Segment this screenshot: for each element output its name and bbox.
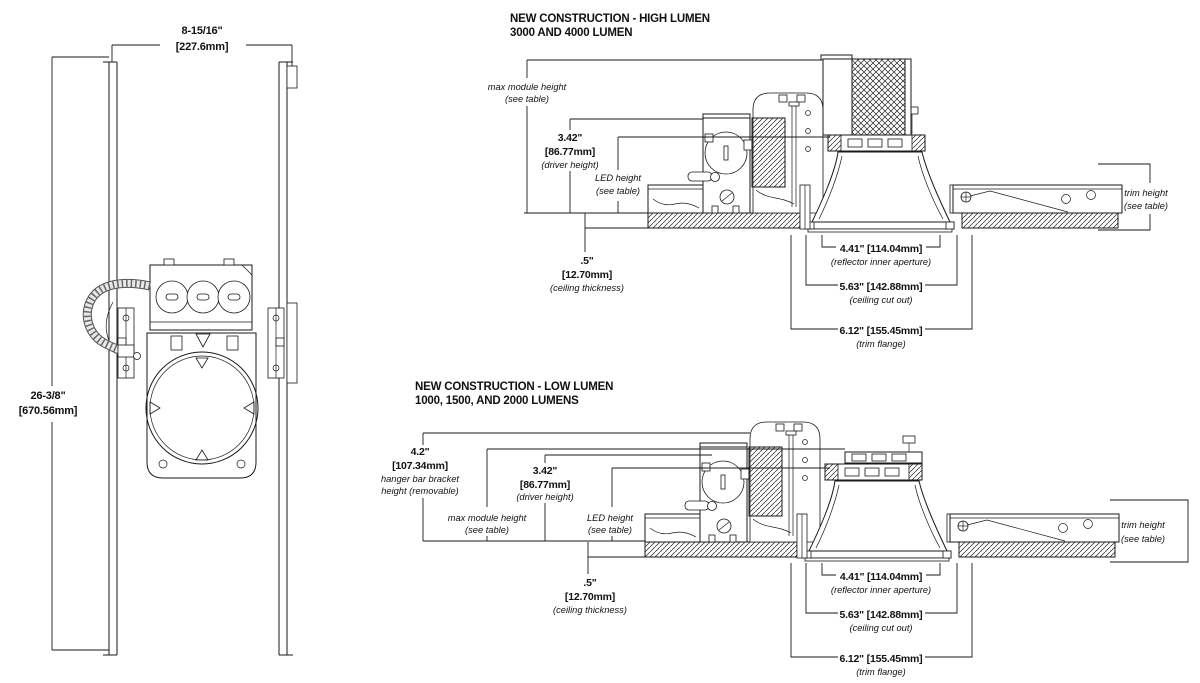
low-title-line1: NEW CONSTRUCTION - LOW LUMEN [415,381,613,393]
plan-height-mm: [670.56mm] [19,405,78,417]
driver-height-note: (driver height) [516,492,573,502]
plan-width-dim: 8-15/16" [227.6mm] [111,25,293,70]
trim-height-label: trim height [1124,188,1168,198]
hanger-height-in: 4.2" [411,446,430,458]
plan-height-dim: 26-3/8" [670.56mm] [19,56,109,651]
plan-height-in: 26-3/8" [30,390,65,402]
low-led-module [844,451,923,464]
plan-view: 8-15/16" [227.6mm] 26-3/8" [670.56mm] [19,25,298,656]
high-lumen-diagram: NEW CONSTRUCTION - HIGH LUMEN 3000 AND 4… [488,13,1168,350]
low-dim-driver: 3.42" [86.77mm] (driver height) [516,454,712,541]
low-dim-hanger: 4.2" [107.34mm] hanger bar bracket heigh… [381,432,750,542]
high-title-line2: 3000 AND 4000 LUMEN [510,27,632,39]
nailer-bracket-right [267,302,298,384]
led-height-see-table: (see table) [596,186,640,196]
driver-height-note: (driver height) [541,160,598,170]
low-title-line2: 1000, 1500, AND 2000 LUMENS [415,395,579,407]
low-dim-ceiling: .5" [12.70mm] (ceiling thickness) [553,542,645,615]
low-dim-trim: trim height (see table) [1110,499,1189,563]
led-height-see-table: (see table) [588,525,632,535]
low-lumen-diagram: NEW CONSTRUCTION - LOW LUMEN 1000, 1500,… [381,381,1189,678]
low-dim-max-module: max module height (see table) [448,448,845,541]
max-module-label: max module height [488,82,567,92]
heat-sink-module [820,54,912,136]
high-title-line1: NEW CONSTRUCTION - HIGH LUMEN [510,13,710,25]
trim-height-see-table: (see table) [1124,201,1168,211]
ceiling-mm: [12.70mm] [565,591,615,603]
driver-height-in: 3.42" [558,132,583,144]
high-dim-driver: 3.42" [86.77mm] (driver height) [541,118,703,213]
ceiling-mm: [12.70mm] [562,269,612,281]
ceiling-in: .5" [583,577,596,589]
led-height-label: LED height [595,173,641,183]
driver-height-in: 3.42" [533,465,558,477]
max-module-see-table: (see table) [465,525,509,535]
max-module-label: max module height [448,513,527,523]
high-dim-max-module: max module height (see table) [488,59,823,214]
max-module-see-table: (see table) [505,94,549,104]
junction-box-plan [149,258,253,331]
trim-height-see-table: (see table) [1121,534,1165,544]
driver-height-mm: [86.77mm] [520,479,570,491]
driver-height-mm: [86.77mm] [545,146,595,158]
hanger-rail-left [103,61,118,656]
led-height-label: LED height [587,513,633,523]
hanger-note-1: hanger bar bracket [381,474,459,484]
plan-width-in: 8-15/16" [182,25,223,37]
low-dim-led: LED height (see table) [587,467,830,541]
mounting-pan-plan [145,332,259,479]
hanger-note-2: height (removable) [381,486,459,496]
high-dim-trim: trim height (see table) [1098,163,1168,231]
ceiling-note: (ceiling thickness) [550,283,624,293]
flex-conduit [82,278,151,360]
nailer-bracket-left [105,301,135,379]
trim-height-label: trim height [1121,520,1165,530]
hanger-height-mm: [107.34mm] [392,460,448,472]
plan-width-mm: [227.6mm] [176,41,229,53]
ceiling-note: (ceiling thickness) [553,605,627,615]
high-dim-ceiling: .5" [12.70mm] (ceiling thickness) [550,213,648,293]
high-dim-led: LED height (see table) [595,136,830,213]
ceiling-in: .5" [580,255,593,267]
